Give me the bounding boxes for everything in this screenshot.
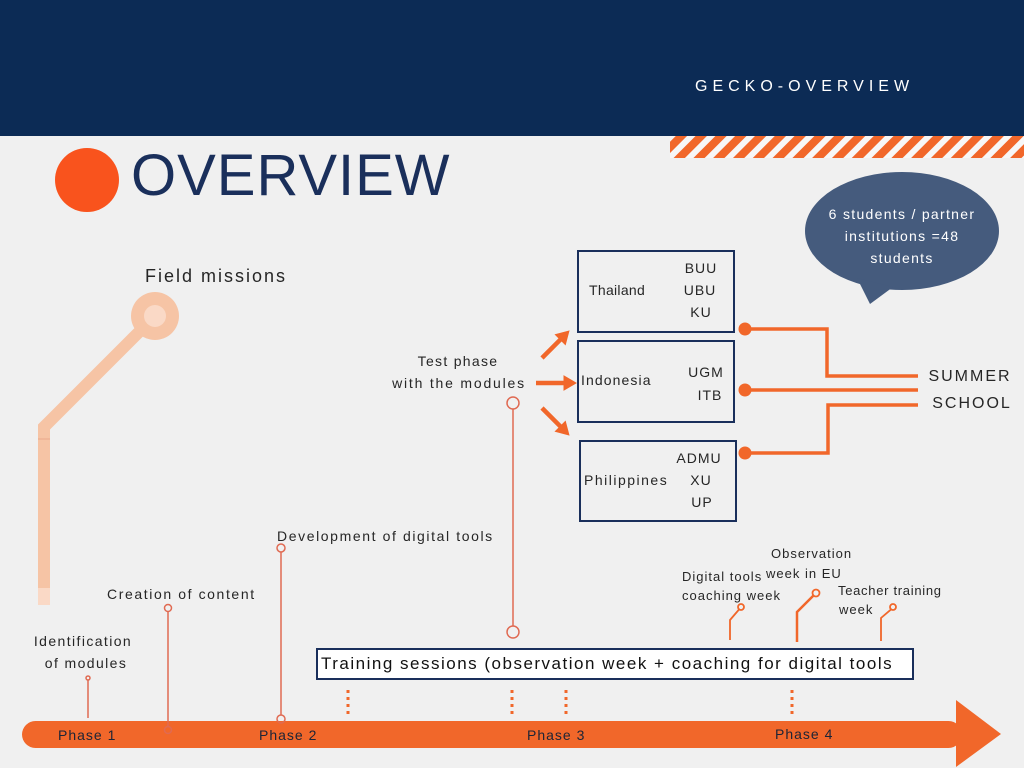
- timeline-arrow-head: [956, 700, 1001, 767]
- digital-tools-marker-line: [729, 608, 740, 640]
- summer-school-label-line-1: SUMMER: [928, 368, 1012, 385]
- test-phase-marker-bottom-dot: [506, 625, 520, 639]
- connector-dot-thailand: [738, 322, 752, 336]
- field-missions-pin: [38, 292, 179, 605]
- test-phase-label-line-2: with the modules: [392, 375, 526, 391]
- country-name: Thailand: [589, 282, 646, 298]
- event-markers: [729, 588, 897, 642]
- teacher-training-event-line-2: week: [839, 602, 874, 617]
- arrow-head: [563, 375, 577, 391]
- digital-tools-event-line-2: coaching week: [682, 588, 781, 603]
- identification-milestone-label-line-2: of modules: [44, 655, 128, 671]
- country-box-thailand: Thailand BUU UBU KU: [577, 250, 735, 333]
- institution-code: ADMU: [676, 450, 722, 466]
- country-box-indonesia: Indonesia UGM ITB: [577, 340, 735, 423]
- arrow-to-philippines: [540, 406, 570, 436]
- phase-dotted-markers: [346, 690, 794, 716]
- milestone-markers: [85, 396, 520, 735]
- training-sessions-label: Training sessions (observation week + co…: [321, 654, 894, 673]
- institution-code: ITB: [697, 387, 723, 403]
- header-stripe-pattern: [670, 136, 1024, 158]
- institution-code: XU: [690, 472, 712, 488]
- arrow-head: [554, 330, 570, 346]
- connector-dots: [738, 322, 752, 460]
- development-marker-bottom-dot: [276, 714, 286, 724]
- observation-event-line-1: Observation: [771, 546, 853, 561]
- phase-label-2: Phase 2: [259, 727, 318, 743]
- creation-milestone-label: Creation of content: [107, 586, 256, 602]
- connector-dot-indonesia: [738, 383, 752, 397]
- field-missions-label: Field missions: [145, 266, 288, 286]
- digital-tools-marker-dot: [737, 603, 745, 611]
- summer-school-label-line-2: SCHOOL: [932, 395, 1012, 412]
- test-phase-arrows: [536, 330, 577, 436]
- speech-bubble-line: 6 students / partner: [828, 206, 976, 222]
- header-title: GECKO-OVERVIEW: [695, 78, 915, 95]
- field-missions-pin-tip: [38, 588, 50, 605]
- connector-thailand: [745, 327, 918, 378]
- country-name: Indonesia: [581, 372, 652, 388]
- development-milestone-label: Development of digital tools: [277, 528, 494, 544]
- arrow-to-thailand: [540, 330, 570, 360]
- connector-philippines: [745, 403, 918, 455]
- observation-marker-line: [795, 594, 815, 642]
- arrow-shaft: [540, 336, 564, 360]
- header-bar: [0, 0, 1024, 136]
- speech-bubble-line: institutions =48: [844, 228, 960, 244]
- institution-code: UGM: [688, 364, 724, 380]
- page-title: OVERVIEW: [131, 143, 451, 208]
- speech-bubble: [805, 172, 999, 304]
- test-phase-label-line-1: Test phase: [417, 353, 499, 369]
- speech-bubble-tail: [857, 278, 893, 304]
- phase-label-1: Phase 1: [58, 727, 117, 743]
- creation-marker-top-dot: [163, 603, 173, 613]
- teacher-training-marker-dot: [889, 603, 897, 611]
- timeline-arrow-body: [22, 721, 962, 748]
- identification-marker-dot: [85, 675, 91, 681]
- institution-code: UBU: [683, 282, 717, 298]
- phase-label-3: Phase 3: [527, 727, 586, 743]
- digital-tools-event-line-1: Digital tools: [682, 569, 763, 584]
- connector-dot-philippines: [738, 446, 752, 460]
- arrow-head: [554, 420, 570, 436]
- arrow-shaft: [540, 406, 564, 430]
- teacher-training-marker-line: [880, 608, 892, 641]
- observation-event-line-2: week in EU: [766, 566, 842, 581]
- creation-marker-bottom-dot: [163, 725, 173, 735]
- title-bullet-circle: [55, 148, 119, 212]
- identification-milestone-label-line-1: Identification: [33, 633, 133, 649]
- institution-code: KU: [690, 304, 712, 320]
- field-missions-pin-head-center: [144, 305, 166, 327]
- speech-bubble-body: [805, 172, 999, 290]
- phase-label-4: Phase 4: [775, 726, 834, 742]
- institution-code: UP: [691, 494, 713, 510]
- country-box-philippines: Philippines ADMU XU UP: [579, 440, 737, 522]
- training-sessions-box: Training sessions (observation week + co…: [316, 648, 914, 680]
- field-missions-pin-stem: [38, 323, 148, 590]
- development-marker-top-dot: [276, 543, 286, 553]
- summer-school-connectors: [745, 327, 918, 455]
- institution-code: BUU: [684, 260, 718, 276]
- observation-marker-dot: [811, 588, 821, 598]
- timeline-arrow: [22, 700, 1001, 767]
- country-name: Philippines: [584, 472, 669, 488]
- arrow-to-indonesia: [536, 375, 577, 391]
- test-phase-marker-top-dot: [506, 396, 520, 410]
- speech-bubble-line: students: [870, 250, 934, 266]
- teacher-training-event-line-1: Teacher training: [838, 583, 942, 598]
